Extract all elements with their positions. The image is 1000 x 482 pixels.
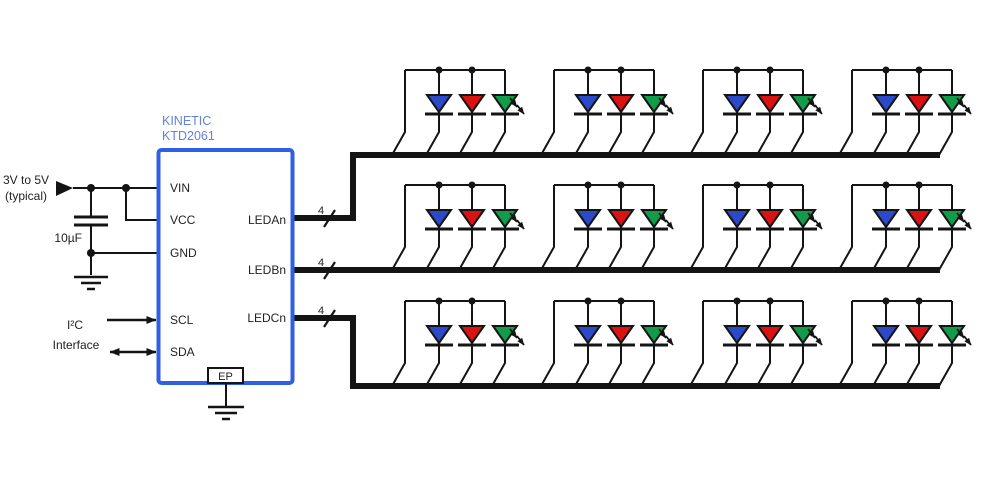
pin-label-scl: SCL: [170, 313, 194, 327]
bus-width-label: 4: [318, 305, 324, 317]
i2c-interface-label: Interface: [53, 338, 100, 352]
rgb-led-group: [392, 298, 524, 387]
bus-width-slash: [323, 209, 336, 228]
exposed-pad-label: EP: [218, 371, 233, 383]
vcc-branch-wire: [125, 188, 158, 221]
ic-part-number-label: KTD2061: [162, 129, 215, 143]
rgb-led-group: [541, 67, 673, 156]
supply-voltage-label: 3V to 5V: [3, 173, 49, 187]
bus-width-slash: [323, 309, 336, 328]
bus-width-label: 4: [318, 205, 324, 217]
ic-vendor-label: KINETIC: [162, 114, 211, 128]
rgb-led-group: [690, 67, 822, 156]
ground-symbol: [74, 253, 108, 291]
power-input-arrow-icon: [56, 181, 73, 196]
pin-label-ledcn: LEDCn: [247, 311, 286, 325]
bus-width-label: 4: [318, 257, 324, 269]
pin-label-vin: VIN: [170, 181, 190, 195]
capacitor-value-label: 10µF: [54, 231, 82, 245]
rgb-led-group: [839, 67, 971, 156]
rgb-led-group: [839, 182, 971, 271]
pin-label-vcc: VCC: [170, 213, 196, 227]
ledcn-bus-wire: [293, 315, 940, 389]
ledan-bus-wire: [293, 152, 940, 221]
bus-width-slash: [323, 261, 336, 280]
rgb-led-group: [839, 298, 971, 387]
rgb-led-group: [690, 298, 822, 387]
pin-label-ledan: LEDAn: [248, 213, 286, 227]
pin-label-gnd: GND: [170, 246, 197, 260]
rgb-led-group: [541, 182, 673, 271]
pin-label-sda: SDA: [170, 345, 195, 359]
supply-typical-label: (typical): [5, 189, 47, 203]
rgb-led-group: [392, 182, 524, 271]
rgb-led-group: [541, 298, 673, 387]
ground-symbol: [208, 383, 244, 421]
pin-label-ledbn: LEDBn: [248, 263, 286, 277]
rgb-led-group: [690, 182, 822, 271]
i2c-label: I²C: [67, 318, 83, 332]
rgb-led-group: [392, 67, 524, 156]
